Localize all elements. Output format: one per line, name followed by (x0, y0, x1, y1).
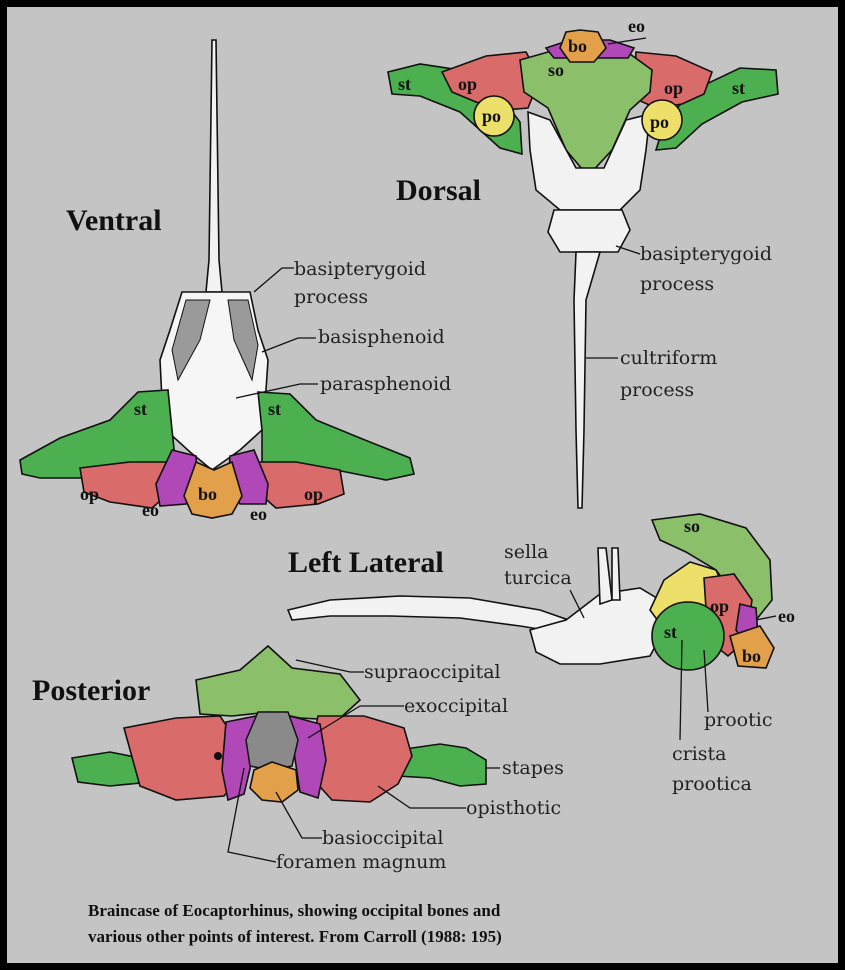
figure-caption: Braincase of Eocaptorhinus, showing occi… (88, 898, 788, 950)
posterior-opisthotic-label: opisthotic (466, 797, 561, 819)
posterior-foramen-dot (214, 752, 222, 760)
ventral-basipterygoid-label-2: process (294, 286, 368, 308)
lateral-crista-label-1: crista (672, 743, 727, 765)
lateral-st-label: st (664, 622, 677, 642)
dorsal-op-left-label: op (458, 74, 477, 94)
posterior-exoccipital-label: exoccipital (404, 695, 508, 717)
dorsal-view: bo eo so st st op op po po Dorsal basipt… (388, 16, 778, 508)
ventral-title: Ventral (66, 204, 162, 237)
dorsal-st-right-label: st (732, 78, 745, 98)
posterior-supraoccipital (196, 646, 360, 720)
dorsal-so-label: so (548, 60, 564, 80)
posterior-title: Posterior (32, 674, 150, 707)
ventral-basisphenoid-label: basisphenoid (318, 326, 445, 348)
dorsal-st-left-label: st (398, 74, 411, 94)
ventral-opisthotic-right (256, 462, 344, 508)
ventral-basipterygoid-leader (254, 268, 294, 292)
dorsal-title: Dorsal (396, 174, 481, 207)
dorsal-eo-label: eo (628, 16, 645, 36)
dorsal-bo-label: bo (568, 36, 587, 56)
lateral-basisphenoid (530, 588, 664, 664)
ventral-basisphenoid-leader (262, 338, 316, 352)
dorsal-cultriform-label-1: cultriform (620, 347, 717, 369)
lateral-eo-label: eo (778, 606, 795, 626)
ventral-view: st st op op eo eo bo Ventral basipterygo… (20, 40, 451, 524)
ventral-bo-label: bo (198, 484, 217, 504)
ventral-op-left-label: op (80, 484, 99, 504)
posterior-opisthotic-right (312, 716, 412, 802)
dorsal-po-left-label: po (482, 106, 501, 126)
posterior-basioccipital-label: basioccipital (322, 827, 443, 849)
lateral-sella-label-1: sella (504, 541, 548, 563)
lateral-sella-label-2: turcica (504, 567, 572, 589)
ventral-st-right-label: st (268, 399, 281, 419)
dorsal-po-right-label: po (650, 112, 669, 132)
lateral-crista-label-2: prootica (672, 773, 752, 795)
lateral-so-label: so (684, 516, 700, 536)
ventral-cultriform-process (206, 40, 222, 292)
dorsal-op-right-label: op (664, 78, 683, 98)
posterior-supraoccipital-label: supraoccipital (364, 661, 501, 683)
posterior-view: Posterior supraoccipital exoccipital sta… (32, 646, 564, 873)
lateral-op-label: op (710, 596, 729, 616)
dorsal-cultriform-process (574, 252, 600, 508)
dorsal-sella (548, 210, 630, 252)
lateral-bo-label: bo (742, 646, 761, 666)
lateral-dorsum-sellae-2 (612, 548, 620, 600)
lateral-title: Left Lateral (288, 546, 444, 579)
lateral-dorsum-sellae (598, 548, 612, 604)
lateral-prootic-label: prootic (704, 709, 772, 731)
ventral-op-right-label: op (304, 484, 323, 504)
posterior-stapes-label: stapes (502, 757, 564, 779)
dorsal-basipterygoid-label-1: basipterygoid (640, 243, 772, 265)
ventral-eo-left-label: eo (142, 500, 159, 520)
ventral-basipterygoid-label-1: basipterygoid (294, 258, 426, 280)
caption-line-1: Braincase of Eocaptorhinus, showing occi… (88, 898, 788, 924)
ventral-st-left-label: st (134, 399, 147, 419)
posterior-foramen-label: foramen magnum (276, 851, 446, 873)
dorsal-basipterygoid-label-2: process (640, 273, 714, 295)
ventral-eo-right-label: eo (250, 504, 267, 524)
dorsal-cultriform-label-2: process (620, 379, 694, 401)
posterior-basioccipital (250, 762, 298, 802)
ventral-parasphenoid-label: parasphenoid (320, 373, 451, 395)
caption-line-2: various other points of interest. From C… (88, 924, 788, 950)
